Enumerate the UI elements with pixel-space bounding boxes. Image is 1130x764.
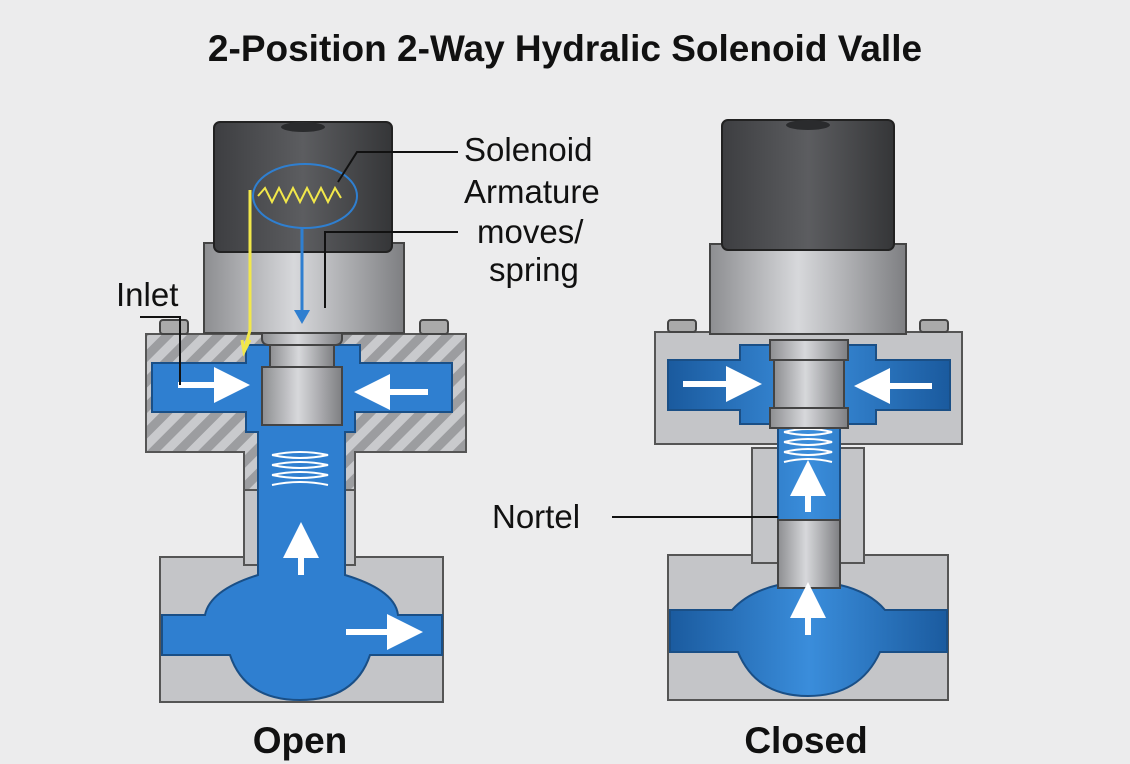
open-bolt-right [419,319,449,335]
closed-plunger-cap [769,339,849,361]
open-spring [271,451,329,486]
nortel-label: Nortel [492,498,581,535]
open-plunger-body [261,366,343,426]
closed-valve [654,119,963,701]
closed-coil-cap-hole [786,120,830,130]
yellow-wire [240,190,252,357]
inlet-leader-line [140,316,181,385]
inlet-label: Inlet [116,276,179,313]
coil-wire-icon [257,185,342,205]
moves-label: moves/ [477,213,584,250]
spring-label: spring [489,251,579,288]
closed-coil-base [709,243,907,335]
armature-leader-line [324,231,458,308]
open-caption: Open [252,720,348,761]
closed-caption: Closed [744,720,868,761]
solenoid-label: Solenoid [464,131,593,168]
closed-bolt-right [919,319,949,333]
open-bolt-left [159,319,189,335]
open-plunger-mid [269,344,335,368]
open-coil-cap-hole [281,122,325,132]
closed-coil-housing [721,119,895,251]
coil-outline [252,163,358,229]
closed-plunger-ring [769,407,849,429]
closed-plunger-body [773,359,845,409]
closed-bolt-left [667,319,697,333]
closed-poppet [777,519,841,589]
open-valve [145,121,467,703]
solenoid-leader-line [337,151,458,183]
closed-spring [783,428,833,463]
armature-label: Armature [464,173,600,210]
diagram-title: 2-Position 2-Way Hydralic Solenoid Valle [207,28,923,69]
